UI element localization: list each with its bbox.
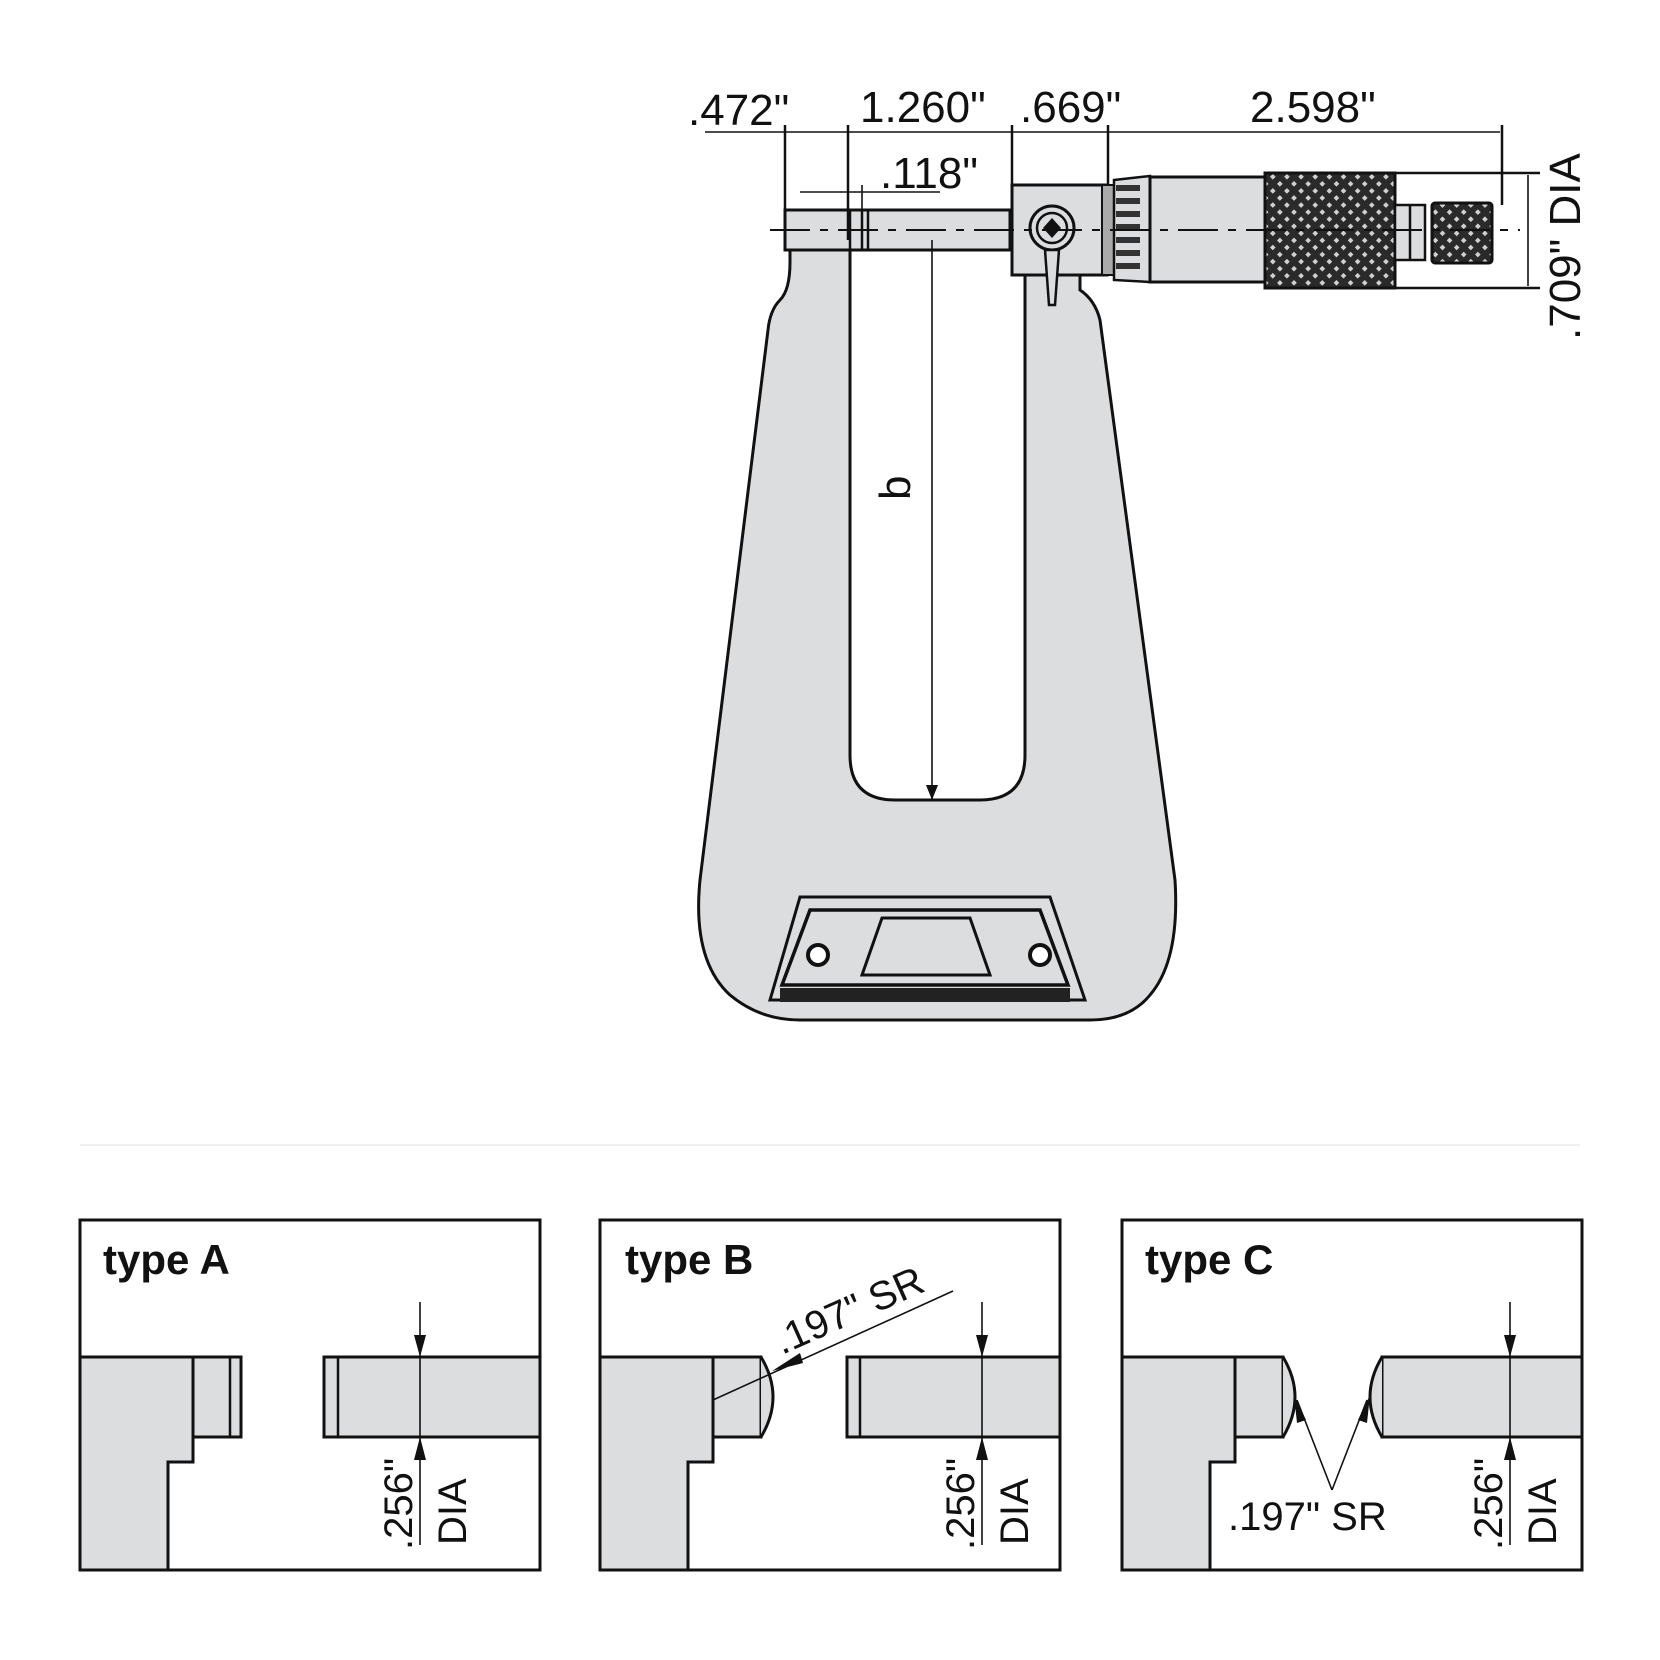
screw-right-icon	[1028, 943, 1052, 967]
panel-title: type C	[1145, 1236, 1273, 1283]
dim-2598: 2.598"	[1250, 83, 1376, 132]
lock-lever	[1043, 248, 1061, 307]
dia-unit: DIA	[1521, 1478, 1565, 1545]
panel-type-a: type A .256" DIA	[78, 1218, 542, 1572]
dimension-lines	[705, 125, 1529, 800]
dia-unit: DIA	[993, 1478, 1037, 1545]
sleeve-graduations	[1116, 185, 1140, 269]
dim-1260: 1.260"	[860, 83, 986, 132]
dim-b: b	[871, 476, 920, 500]
nameplate-center	[859, 916, 993, 977]
panel-title: type A	[103, 1236, 230, 1283]
dia-unit: DIA	[431, 1478, 475, 1545]
panel-title: type B	[625, 1236, 753, 1283]
dim-709-dia: .709" DIA	[1541, 153, 1590, 340]
nameplate-base	[780, 988, 1070, 1002]
micrometer-frame	[697, 171, 1540, 1022]
frame-slot	[848, 248, 1027, 802]
panel-type-b: type B .197" SR .256" DIA	[598, 1218, 1062, 1572]
dim-669: .669"	[1020, 83, 1121, 132]
screw-left-icon	[806, 943, 830, 967]
dia-value: .256"	[377, 1458, 421, 1550]
dim-118: .118"	[880, 149, 978, 198]
radius-label: .197" SR	[1228, 1495, 1387, 1539]
dia-value: .256"	[939, 1458, 983, 1550]
dim-472: .472"	[688, 86, 789, 135]
ratchet-stop[interactable]	[1430, 201, 1494, 265]
panel-type-c: type C .197" SR .256" DIA	[1120, 1218, 1584, 1572]
dia-value: .256"	[1467, 1458, 1511, 1550]
